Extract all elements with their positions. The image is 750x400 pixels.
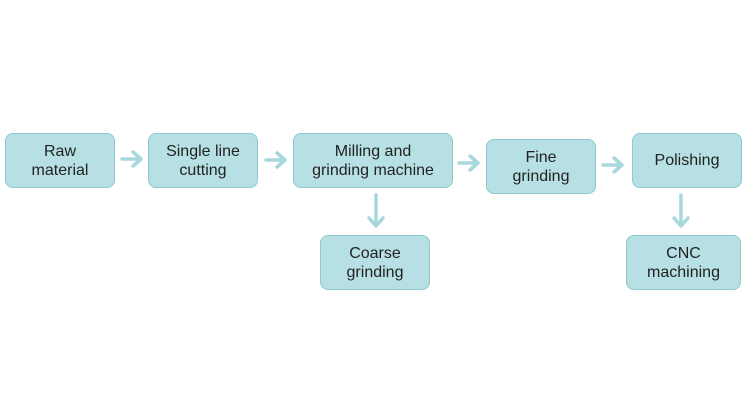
- node-polishing: Polishing: [632, 133, 742, 188]
- arrow-cutting-to-milling: [264, 151, 287, 169]
- arrow-milling-to-fine: [457, 154, 480, 172]
- arrow-polishing-to-cnc: [672, 193, 690, 228]
- arrow-fine-to-polishing: [601, 156, 624, 174]
- arrow-milling-to-coarse: [367, 193, 385, 228]
- node-label: Polishing: [654, 152, 720, 169]
- arrow-raw-to-cutting: [120, 150, 143, 168]
